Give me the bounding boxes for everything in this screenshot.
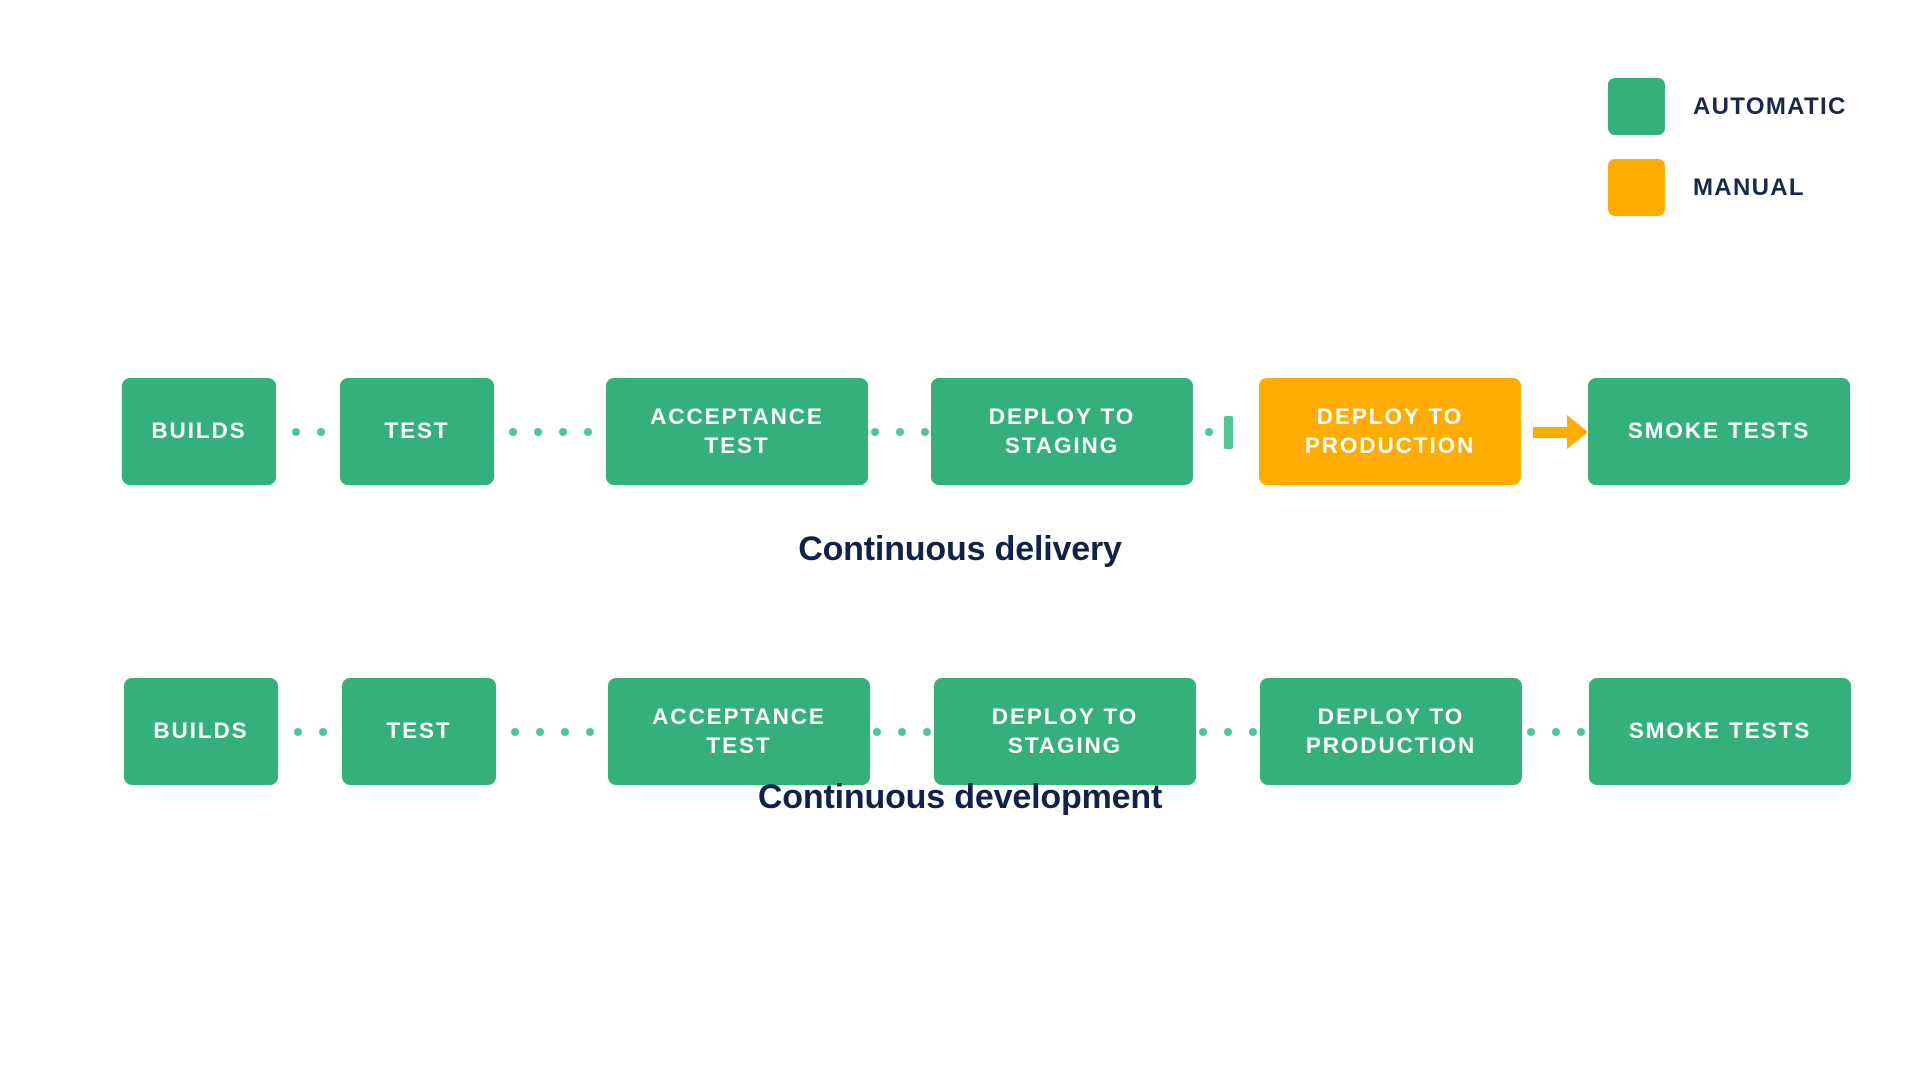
connector-dot-icon	[873, 728, 881, 736]
connector-dot-icon	[510, 728, 519, 736]
connector-dot-icon	[535, 728, 544, 736]
connector-dotted	[1196, 728, 1260, 736]
connector-dot-icon	[291, 428, 300, 436]
pipeline-continuous-delivery: BUILDS TEST ACCEPTANCE TEST DEPLOY TO STAGI…	[0, 378, 1920, 486]
connector-dot-icon	[560, 728, 569, 736]
pipeline-stage-box[interactable]: BUILDS	[122, 378, 276, 485]
pipeline-stage-box[interactable]: DEPLOY TO STAGING	[931, 378, 1193, 485]
pipeline-stage-label: SMOKE TESTS	[1627, 418, 1811, 444]
connector-dotted	[870, 728, 934, 736]
connector-dot-icon	[316, 428, 325, 436]
legend-label-manual: MANUAL	[1693, 173, 1805, 201]
connector-dot-icon	[1224, 728, 1232, 736]
connector-dot-icon	[1526, 728, 1535, 736]
connector-dot-icon	[870, 428, 879, 436]
legend: AUTOMATIC MANUAL	[1608, 78, 1847, 216]
pipeline-stage-box[interactable]: TEST	[340, 378, 494, 485]
connector-dot-icon	[293, 728, 302, 736]
connector-dot-icon	[508, 428, 517, 436]
legend-label-automatic: AUTOMATIC	[1693, 92, 1847, 120]
pipeline-stage-box[interactable]: DEPLOY TO PRODUCTION	[1260, 678, 1522, 785]
pipeline-caption-continuous-delivery: Continuous delivery	[798, 530, 1122, 568]
pipeline-stage-box[interactable]: ACCEPTANCE TEST	[606, 378, 868, 485]
legend-item-manual: MANUAL	[1608, 159, 1847, 216]
pipeline-caption-continuous-development: Continuous development	[757, 778, 1163, 816]
pipeline-stage-label: BUILDS	[153, 718, 249, 744]
arrow-shaft	[1533, 426, 1567, 438]
pipeline-stage-box[interactable]: DEPLOY TO PRODUCTION	[1259, 378, 1521, 485]
connector-dot-icon	[558, 428, 567, 436]
pipeline-stage-label: SMOKE TESTS	[1628, 718, 1812, 744]
pipeline-stage-box[interactable]: SMOKE TESTS	[1589, 678, 1851, 785]
pipeline-stage-label: TEST	[386, 718, 452, 744]
connector-dot-icon	[533, 428, 542, 436]
pipeline-stage-label: ACCEPTANCE TEST	[652, 704, 826, 758]
pipeline-stage-label: ACCEPTANCE TEST	[650, 404, 824, 458]
pipeline-stage-box[interactable]: ACCEPTANCE TEST	[608, 678, 870, 785]
green-square-swatch-icon	[1608, 78, 1665, 135]
connector-dotted	[276, 428, 340, 436]
pipeline-stage-box[interactable]: SMOKE TESTS	[1588, 378, 1850, 485]
connector-dotted	[868, 428, 931, 436]
connector-dot-icon	[1249, 728, 1257, 736]
pipeline-stage-label: DEPLOY TO PRODUCTION	[1305, 704, 1477, 758]
connector-dot-icon	[1551, 728, 1560, 736]
pipeline-stage-label: DEPLOY TO STAGING	[988, 404, 1136, 458]
connector-dot-icon	[1205, 428, 1213, 436]
legend-item-automatic: AUTOMATIC	[1608, 78, 1847, 135]
connector-dotted	[278, 728, 342, 736]
gate-stop-bar-icon	[1224, 415, 1233, 449]
orange-square-swatch-icon	[1608, 159, 1665, 216]
connector-dot-icon	[318, 728, 327, 736]
connector-dotted	[496, 728, 608, 736]
pipeline-stage-label: TEST	[384, 418, 450, 444]
pipeline-stage-box[interactable]: BUILDS	[124, 678, 278, 785]
connector-dotted	[494, 428, 606, 436]
manual-gate-marker-icon	[1205, 414, 1233, 450]
connector-dot-icon	[585, 728, 594, 736]
connector-dot-icon	[583, 428, 592, 436]
connector-dot-icon	[920, 428, 929, 436]
pipeline-stage-label: DEPLOY TO PRODUCTION	[1304, 404, 1476, 458]
connector-dotted	[1522, 728, 1589, 736]
connector-dot-icon	[1576, 728, 1585, 736]
pipeline-stage-box[interactable]: TEST	[342, 678, 496, 785]
pipeline-stage-box[interactable]: DEPLOY TO STAGING	[934, 678, 1196, 785]
connector-dot-icon	[898, 728, 906, 736]
arrow-right-icon	[1533, 415, 1588, 449]
pipeline-stage-label: DEPLOY TO STAGING	[991, 704, 1139, 758]
connector-dot-icon	[895, 428, 904, 436]
pipeline-continuous-development: BUILDS TEST ACCEPTANCE TEST DEPLOY TO STAGI…	[0, 678, 1920, 786]
pipeline-stage-label: BUILDS	[151, 418, 247, 444]
arrow-head	[1567, 415, 1588, 449]
connector-dot-icon	[1199, 728, 1207, 736]
connector-dot-icon	[923, 728, 931, 736]
